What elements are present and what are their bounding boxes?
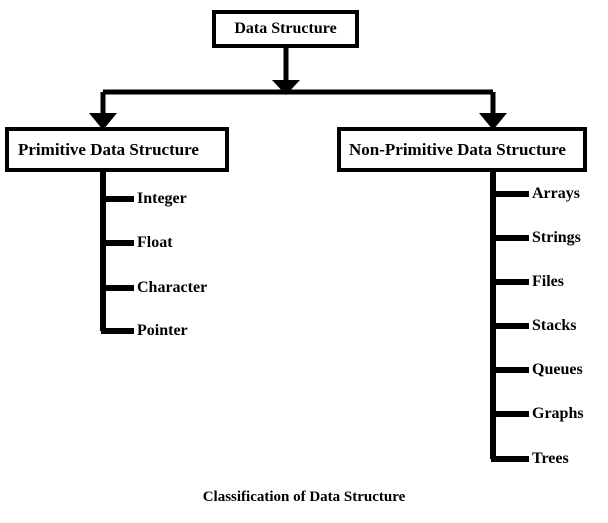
leaf-arrays: Arrays (532, 185, 580, 202)
leaf-pointer: Pointer (137, 322, 188, 339)
node-primitive-data-structure: Primitive Data Structure (5, 127, 229, 172)
leaf-queues: Queues (532, 361, 583, 378)
leaf-trees: Trees (532, 450, 569, 467)
node-data-structure: Data Structure (212, 10, 359, 48)
connector-nonprimitive-trunk (490, 172, 529, 462)
leaf-float: Float (137, 234, 173, 251)
leaf-files: Files (532, 273, 564, 290)
node-non-primitive-data-structure: Non-Primitive Data Structure (337, 127, 587, 172)
connector-primitive-trunk (100, 172, 134, 334)
leaf-strings: Strings (532, 229, 581, 246)
leaf-stacks: Stacks (532, 317, 577, 334)
leaf-graphs: Graphs (532, 405, 584, 422)
leaf-integer: Integer (137, 190, 187, 207)
connector-bus-to-nonprimitive (479, 92, 507, 130)
leaf-character: Character (137, 279, 208, 296)
diagram-caption: Classification of Data Structure (202, 489, 406, 505)
connector-bus-to-primitive (89, 92, 117, 130)
connector-root-to-bus (272, 47, 300, 95)
